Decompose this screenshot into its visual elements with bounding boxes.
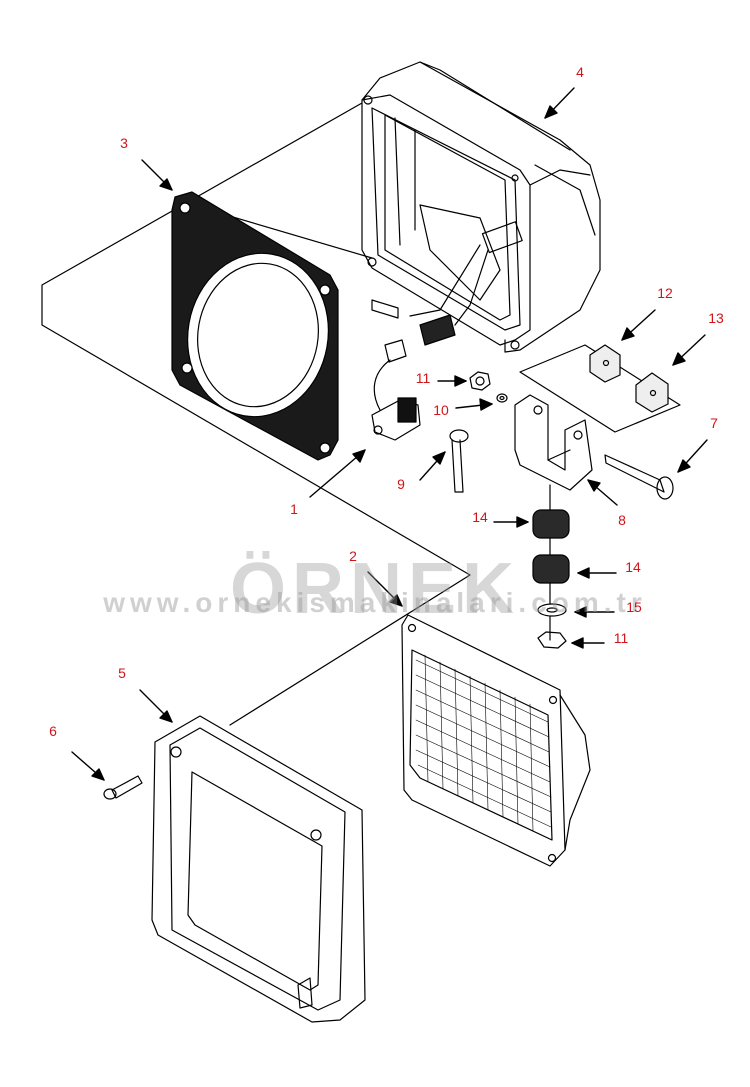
- callout-11-nut-bottom: 11: [613, 630, 629, 646]
- screw-part-6: [103, 775, 143, 800]
- callout-5: 5: [118, 665, 126, 681]
- callout-1: 1: [290, 501, 298, 517]
- callout-9: 9: [397, 476, 405, 492]
- callout-7: 7: [710, 415, 718, 431]
- gasket-part-3: [171, 191, 339, 461]
- isolator-stack: [532, 484, 570, 649]
- rear-housing-part-4: [361, 61, 601, 353]
- rubber-pads: [519, 344, 681, 433]
- bulb-socket-part-1: [371, 359, 421, 441]
- callout-15: 15: [626, 599, 642, 615]
- callout-14-upper: 14: [472, 509, 488, 525]
- callout-arrows: [71, 87, 708, 781]
- callout-13: 13: [708, 310, 724, 326]
- callout-6: 6: [49, 723, 57, 739]
- callout-4: 4: [576, 64, 584, 80]
- mounting-bracket-part-8: [514, 394, 593, 491]
- callout-12: 12: [657, 285, 673, 301]
- callout-8: 8: [618, 512, 626, 528]
- bezel-part-5: [151, 715, 366, 1023]
- connector-plugs: [371, 299, 456, 363]
- callout-14-lower: 14: [625, 559, 641, 575]
- callout-10: 10: [433, 402, 449, 418]
- long-bolt-part-7: [604, 454, 674, 500]
- callout-3: 3: [120, 135, 128, 151]
- callout-2: 2: [349, 548, 357, 564]
- callout-11-nut-top: 11: [415, 370, 431, 386]
- lens-part-2: [401, 614, 591, 867]
- small-hardware: [449, 371, 508, 493]
